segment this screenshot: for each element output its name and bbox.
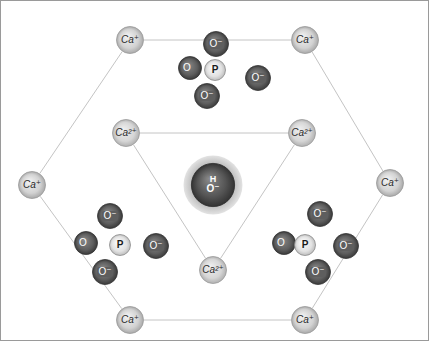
ion-label: O (79, 238, 87, 249)
ion-label: Ca²⁺ (115, 128, 136, 139)
border-frame (1, 1, 429, 341)
calcium-ion-circle (377, 170, 404, 197)
oxygen-atom-circle (195, 84, 220, 109)
ion-label: O⁻ (97, 267, 112, 278)
ion-label: Ca⁺ (381, 178, 399, 189)
oxygen-atom: O (74, 231, 98, 255)
oxygen-atom: O⁻ (194, 83, 220, 109)
ion-label: Ca⁺ (121, 35, 139, 46)
phosphorus-atom-circle (205, 60, 226, 81)
ion-label: O⁻ (199, 91, 214, 102)
ion-label: Ca²⁺ (202, 265, 223, 276)
calcium-ion: Ca⁺ (291, 26, 319, 54)
oxygen-atom-circle (75, 232, 98, 255)
ion-label: O⁻ (102, 211, 117, 222)
calcium-ion-circle (292, 27, 319, 54)
phosphorus-atom-circle (295, 235, 316, 256)
ion-label: P (302, 240, 309, 251)
ion-label: O⁻ (250, 73, 265, 84)
oxygen-atom-circle (144, 234, 169, 259)
calcium-ion-circle (19, 172, 46, 199)
ion-label: Ca²⁺ (291, 128, 312, 139)
oxygen-atom: O⁻ (97, 203, 123, 229)
ion-label: P (212, 65, 219, 76)
calcium-ion: Ca²⁺ (288, 119, 316, 147)
ion-label: O⁻ (312, 209, 327, 220)
calcium-ion: Ca²⁺ (112, 119, 140, 147)
oxygen-atom-circle (273, 232, 296, 255)
ion-label: O⁻ (208, 39, 223, 50)
ion-label: Ca⁺ (23, 180, 41, 191)
calcium-ion-circle (292, 307, 319, 334)
ion-label: O⁻ (310, 267, 325, 278)
ion-label: Ca⁺ (296, 35, 314, 46)
oxygen-atom-circle (93, 260, 118, 285)
oxygen-atom-circle (204, 32, 229, 57)
ion-label: O⁻ (148, 241, 163, 252)
lattice-line (140, 133, 288, 134)
atom-symbol: O⁻ (206, 184, 219, 195)
calcium-ion: Ca⁺ (291, 306, 319, 334)
oxygen-atom-circle (246, 66, 271, 91)
ion-label: O⁻ (338, 241, 353, 252)
calcium-ion-circle (113, 120, 140, 147)
ion-label: P (117, 240, 124, 251)
ion-core (191, 163, 234, 206)
oxygen-atom: O⁻ (305, 259, 331, 285)
oxygen-atom-circle (308, 202, 333, 227)
lattice-line (312, 195, 382, 308)
ion-label: O (183, 63, 191, 74)
calcium-ion-circle (117, 307, 144, 334)
oxygen-atom-circle (98, 204, 123, 229)
atom-symbol: H (210, 175, 217, 184)
lattice-line (40, 196, 122, 308)
calcium-ion: Ca⁺ (116, 306, 144, 334)
oxygen-atom: O⁻ (307, 201, 333, 227)
oxygen-atom: O⁻ (143, 233, 169, 259)
ion-label: Ca⁺ (121, 315, 139, 326)
hydroxide-ion: HO⁻ (183, 155, 243, 215)
lattice-line (144, 320, 291, 321)
oxygen-atom: O (272, 231, 296, 255)
calcium-ion-circle (117, 27, 144, 54)
oxygen-atom: O (178, 56, 202, 80)
calcium-ion: Ca⁺ (116, 26, 144, 54)
calcium-ion: Ca⁺ (18, 171, 46, 199)
calcium-ion-circle (200, 257, 227, 284)
lattice-line (312, 52, 383, 171)
phosphorus-atom: P (204, 59, 226, 81)
lattice-line (40, 52, 122, 174)
phosphorus-atom: P (294, 234, 316, 256)
oxygen-atom: O⁻ (333, 233, 359, 259)
ion-label: Ca⁺ (296, 315, 314, 326)
ion-label: O (277, 238, 285, 249)
oxygen-atom: O⁻ (203, 31, 229, 57)
calcium-ion: Ca⁺ (376, 169, 404, 197)
calcium-ion: Ca²⁺ (199, 256, 227, 284)
oxygen-atom-circle (306, 260, 331, 285)
oxygen-atom: O⁻ (245, 65, 271, 91)
phosphorus-atom-circle (110, 235, 131, 256)
ion-halo (184, 156, 243, 215)
calcium-ion-circle (289, 120, 316, 147)
oxygen-atom: O⁻ (92, 259, 118, 285)
oxygen-atom-circle (334, 234, 359, 259)
oxygen-atom-circle (179, 57, 202, 80)
phosphorus-atom: P (109, 234, 131, 256)
